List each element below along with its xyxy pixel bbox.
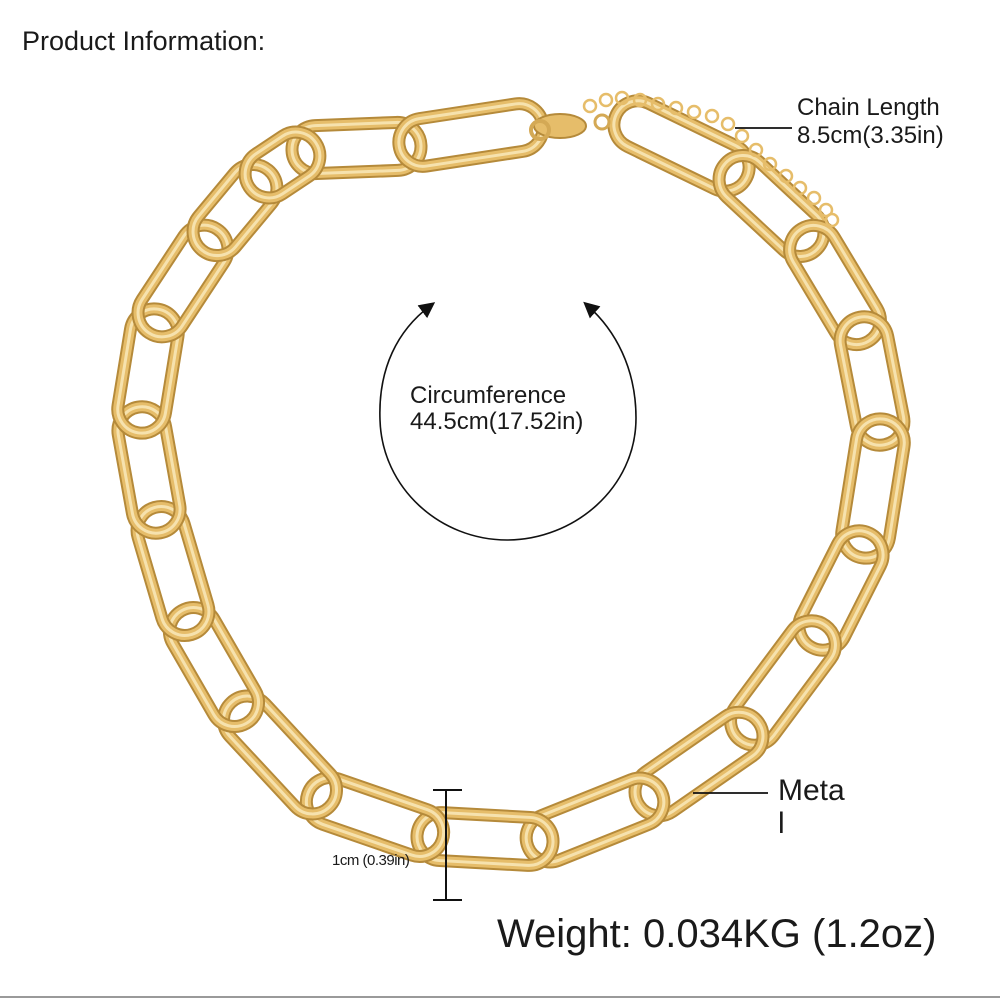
chain-length-label: Chain Length: [797, 94, 940, 121]
chain-link: [524, 776, 666, 864]
extender-link: [582, 98, 598, 114]
circumference-arrow-left-icon: [379, 302, 508, 541]
circumference-label: Circumference: [410, 382, 567, 409]
material-label: Meta l: [778, 774, 845, 840]
extender-link: [632, 92, 648, 108]
chain-link: [612, 99, 751, 193]
chain-link: [221, 694, 339, 816]
page-title: Product Information:: [22, 26, 266, 56]
chain-length-value: 8.5cm(3.35in): [797, 122, 944, 149]
chain-link: [168, 606, 260, 728]
paperclip-chain: [111, 94, 911, 872]
extender-chain: [582, 90, 840, 228]
link-width-label: 1cm (0.39in): [332, 852, 410, 869]
chain-link: [729, 619, 837, 747]
chain-link: [216, 689, 344, 821]
chain-link: [243, 130, 322, 200]
chain-link: [135, 505, 211, 637]
extender-link: [824, 212, 840, 228]
extender-link: [686, 104, 702, 120]
extender-link: [806, 190, 822, 206]
chain-link: [116, 307, 180, 435]
extender-link: [778, 168, 794, 184]
extender-link: [598, 92, 614, 108]
chain-link: [136, 223, 230, 339]
weight-label: Weight: 0.034KG (1.2oz): [497, 912, 937, 956]
width-dimension-marker: [433, 789, 462, 901]
chain-link: [838, 315, 906, 447]
chain-link: [116, 405, 182, 535]
extender-link: [668, 100, 684, 116]
circumference-value: 44.5cm(17.52in): [410, 408, 584, 435]
chain-link: [788, 223, 882, 347]
chain-link: [290, 120, 423, 176]
bottom-divider: [0, 996, 1000, 998]
extender-link: [704, 108, 720, 124]
chain-link: [717, 153, 826, 259]
chain-link: [415, 811, 555, 867]
lobster-clasp-icon: [529, 113, 611, 141]
chain-link: [191, 162, 279, 258]
extender-link: [650, 96, 666, 112]
extender-link: [762, 156, 778, 172]
chain-link: [304, 776, 446, 858]
extender-link: [720, 116, 736, 132]
extender-link: [748, 142, 764, 158]
circumference-arrow-right-icon: [506, 301, 637, 541]
extender-link: [734, 128, 750, 144]
extender-link: [792, 180, 808, 196]
chain-link: [724, 614, 842, 752]
extender-link: [614, 90, 630, 106]
chain-link: [633, 710, 765, 818]
chain-link: [840, 417, 906, 560]
chain-link: [797, 529, 885, 652]
chain-link: [628, 705, 770, 823]
